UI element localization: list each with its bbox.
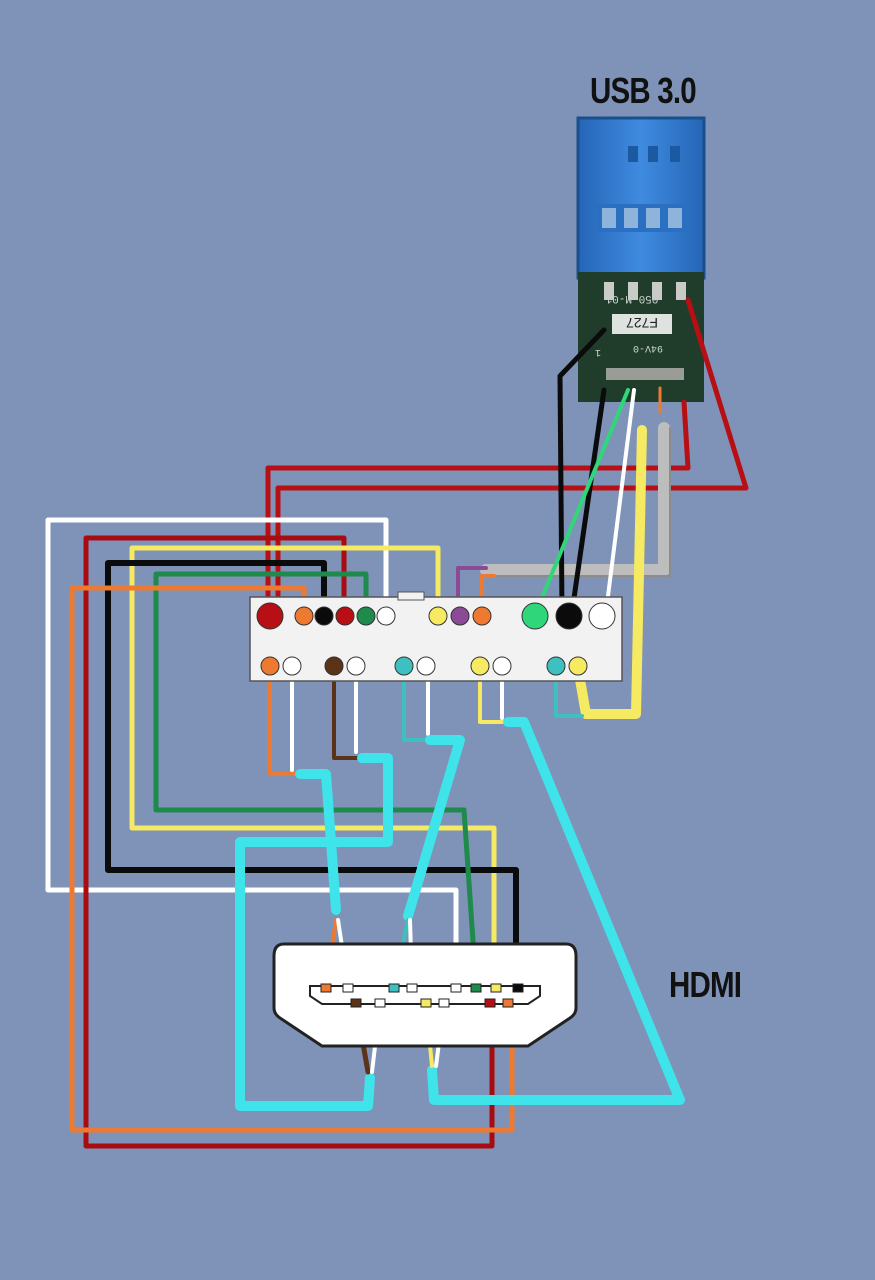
hdmi-pin-socket: [309, 985, 541, 1005]
usb-connector: F727 050-M-01 94V-0 1: [576, 116, 706, 402]
usb-contact: [624, 208, 638, 228]
cable-cyan-4: [427, 717, 685, 1105]
hdmi-pin-teal: [388, 983, 400, 993]
usb-slot: [628, 146, 638, 162]
hdmi-pin-white: [450, 983, 462, 993]
breakout-board: [249, 591, 623, 682]
usb-contact: [646, 208, 660, 228]
breakout-pin-purple: [450, 606, 470, 626]
breakout-pin-red: [256, 602, 284, 630]
cable-cyan-3: [403, 735, 465, 921]
usb-plug-body: [578, 118, 704, 278]
breakout-pin-white: [416, 656, 436, 676]
breakout-pin-black: [314, 606, 334, 626]
wire-brown-bottom: [332, 664, 364, 760]
usb-contact: [602, 208, 616, 228]
pcb-chip-code: F727: [626, 315, 658, 331]
wire-yellow-outer: [129, 545, 497, 988]
breakout-pin-black: [555, 602, 583, 630]
breakout-top-pins: [256, 602, 616, 630]
hdmi-lower-pins: [350, 998, 514, 1008]
breakout-pin-lightgreen: [521, 602, 549, 630]
hdmi-pin-brown: [350, 998, 362, 1008]
hdmi-pin-black: [512, 983, 524, 993]
breakout-bottom-pins: [260, 656, 588, 676]
wire-white-usb: [604, 388, 636, 614]
breakout-pin-orange: [472, 606, 492, 626]
wire-yellow-bottom: [478, 664, 510, 724]
wire-green-outer: [153, 571, 479, 988]
breakout-board-notch: [397, 591, 425, 601]
usb-contact: [668, 208, 682, 228]
wire-red-outer: [83, 535, 495, 1149]
hdmi-pin-green: [470, 983, 482, 993]
hdmi-pin-white: [374, 998, 386, 1008]
breakout-pin-red: [335, 606, 355, 626]
pcb-pin-one: 1: [595, 346, 601, 357]
hdmi-pin-yellow: [420, 998, 432, 1008]
wire-lightgreen-usb: [534, 388, 630, 614]
solder-pad: [676, 282, 686, 300]
hdmi-pin-orange: [320, 983, 332, 993]
hdmi-pin-red: [484, 998, 496, 1008]
wire-white-outer: [45, 517, 459, 988]
wire-red-usb-power-2: [265, 399, 691, 618]
breakout-pin-white: [282, 656, 302, 676]
breakout-pin-yellow: [470, 656, 490, 676]
breakout-pin-green: [356, 606, 376, 626]
solder-pad: [652, 282, 662, 300]
breakout-pin-white: [346, 656, 366, 676]
wire-grey-outline: [485, 427, 671, 577]
breakout-pin-yellow: [428, 606, 448, 626]
solder-pad: [604, 282, 614, 300]
breakout-pin-white: [376, 606, 396, 626]
breakout-pin-yellow: [568, 656, 588, 676]
hdmi-pin-white: [342, 983, 354, 993]
breakout-pin-teal: [546, 656, 566, 676]
breakout-pin-white: [588, 602, 616, 630]
hdmi-label: HDMI: [669, 964, 742, 1005]
solder-pad: [628, 282, 638, 300]
hdmi-pin-yellow: [490, 983, 502, 993]
usb-slot: [648, 146, 658, 162]
breakout-pin-brown: [324, 656, 344, 676]
hdmi-pin-orange: [502, 998, 514, 1008]
breakout-pin-white: [492, 656, 512, 676]
hdmi-pin-white: [438, 998, 450, 1008]
wire-teal-bottom: [402, 664, 432, 742]
wire-teal-bottom-2: [554, 664, 584, 718]
breakout-pin-orange: [294, 606, 314, 626]
wire-orange-outer: [69, 585, 515, 1133]
wire-grey: [480, 422, 670, 576]
solder-pad-row: [606, 368, 684, 380]
breakout-pin-teal: [394, 656, 414, 676]
wire-red-usb-power: [275, 297, 749, 618]
hdmi-connector: [272, 942, 578, 1048]
wires: [45, 297, 749, 1149]
cable-cyan-2: [235, 753, 393, 1111]
breakout-pin-orange: [260, 656, 280, 676]
wire-yellow-thick: [573, 425, 647, 719]
wire-black-usb-2: [569, 387, 607, 615]
pcb-rating: 94V-0: [633, 342, 663, 353]
wire-orange-bottom: [268, 664, 302, 776]
hdmi-pin-white: [406, 983, 418, 993]
wire-black-usb-1: [557, 327, 607, 615]
cable-cyan-1: [295, 769, 341, 915]
usb-slot: [670, 146, 680, 162]
hdmi-upper-pins: [320, 983, 524, 993]
usb-label: USB 3.0: [590, 70, 697, 111]
pcb-chip-label: [612, 314, 672, 334]
